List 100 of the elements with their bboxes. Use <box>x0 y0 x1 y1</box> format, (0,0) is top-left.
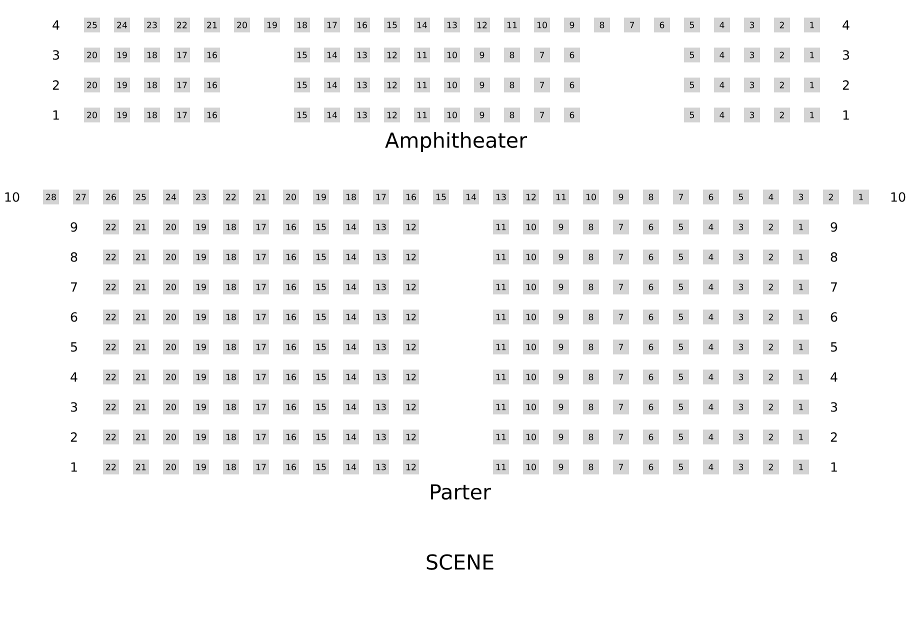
seat-box: 14 <box>414 18 430 32</box>
seat-box: 10 <box>523 310 539 324</box>
seat-box: 22 <box>103 460 119 474</box>
seat-box: 19 <box>193 310 209 324</box>
seat-box: 16 <box>283 370 299 384</box>
seat-box: 23 <box>193 190 209 204</box>
row-number: 10 <box>891 192 906 202</box>
row-number: 1 <box>831 462 837 472</box>
seat-box: 16 <box>403 190 419 204</box>
seat-box: 1 <box>793 280 809 294</box>
seat-box: 11 <box>414 48 430 62</box>
seat-box: 3 <box>733 400 749 414</box>
seat-box: 10 <box>523 280 539 294</box>
seat-box: 16 <box>283 220 299 234</box>
seat-box: 11 <box>493 220 509 234</box>
seat-box: 17 <box>253 280 269 294</box>
seat-box: 11 <box>493 400 509 414</box>
row-number: 3 <box>70 402 78 412</box>
seat-box: 17 <box>253 460 269 474</box>
seat-box: 9 <box>553 430 569 444</box>
section-title: Parter <box>431 484 492 500</box>
seat-box: 3 <box>733 460 749 474</box>
seat-box: 3 <box>733 250 749 264</box>
seat-box: 13 <box>354 108 370 122</box>
row-number: 4 <box>70 372 78 382</box>
seat-box: 4 <box>703 250 719 264</box>
seat-box: 3 <box>733 310 749 324</box>
seat-box: 10 <box>523 220 539 234</box>
seat-box: 15 <box>313 250 329 264</box>
seat-box: 13 <box>354 78 370 92</box>
seat-box: 13 <box>373 430 389 444</box>
seat-box: 8 <box>583 430 599 444</box>
seat-box: 4 <box>714 108 730 122</box>
seat-box: 20 <box>283 190 299 204</box>
seat-box: 5 <box>684 78 700 92</box>
seat-box: 17 <box>253 400 269 414</box>
seat-box: 11 <box>493 460 509 474</box>
seat-box: 1 <box>804 108 820 122</box>
seat-box: 15 <box>313 280 329 294</box>
row-number: 7 <box>831 282 837 292</box>
seat-box: 4 <box>714 78 730 92</box>
seat-box: 15 <box>313 220 329 234</box>
row-number: 2 <box>842 80 849 90</box>
seat-box: 22 <box>223 190 239 204</box>
seat-box: 4 <box>703 220 719 234</box>
seat-box: 9 <box>553 250 569 264</box>
seat-box: 19 <box>114 78 130 92</box>
seat-box: 16 <box>283 280 299 294</box>
seat-box: 11 <box>553 190 569 204</box>
seat-box: 13 <box>373 460 389 474</box>
seat-box: 6 <box>643 280 659 294</box>
seat-box: 14 <box>343 280 359 294</box>
seat-box: 2 <box>774 78 790 92</box>
seat-box: 17 <box>253 250 269 264</box>
seat-box: 18 <box>223 460 239 474</box>
seat-box: 18 <box>223 280 239 294</box>
seat-box: 19 <box>313 190 329 204</box>
seat-box: 15 <box>313 430 329 444</box>
seat-box: 14 <box>343 370 359 384</box>
seat-box: 20 <box>84 108 100 122</box>
seat-box: 8 <box>504 48 520 62</box>
seat-box: 18 <box>223 340 239 354</box>
seat-box: 5 <box>684 18 700 32</box>
seat-box: 11 <box>493 250 509 264</box>
seat-box: 11 <box>493 370 509 384</box>
seat-box: 12 <box>403 310 419 324</box>
seat-box: 6 <box>643 400 659 414</box>
seat-box: 14 <box>343 430 359 444</box>
seat-box: 13 <box>373 370 389 384</box>
seat-box: 6 <box>564 78 580 92</box>
seat-box: 20 <box>163 370 179 384</box>
row-number: 3 <box>52 50 60 60</box>
seat-box: 9 <box>553 460 569 474</box>
row-number: 6 <box>70 312 78 322</box>
seat-box: 5 <box>684 48 700 62</box>
seat-box: 4 <box>703 430 719 444</box>
seat-box: 9 <box>553 370 569 384</box>
seat-box: 3 <box>744 48 760 62</box>
seat-box: 10 <box>523 340 539 354</box>
seat-box: 19 <box>114 108 130 122</box>
seat-box: 25 <box>133 190 149 204</box>
seat-box: 12 <box>384 108 400 122</box>
seat-box: 11 <box>414 108 430 122</box>
seat-box: 18 <box>223 400 239 414</box>
seat-box: 9 <box>613 190 629 204</box>
seat-box: 4 <box>714 48 730 62</box>
seat-box: 8 <box>583 400 599 414</box>
seat-box: 1 <box>804 78 820 92</box>
seat-box: 11 <box>414 78 430 92</box>
seat-box: 6 <box>643 430 659 444</box>
seat-box: 13 <box>373 400 389 414</box>
seat-box: 10 <box>444 108 460 122</box>
seat-box: 20 <box>163 250 179 264</box>
seat-box: 2 <box>763 250 779 264</box>
seat-box: 20 <box>84 78 100 92</box>
seat-box: 3 <box>733 430 749 444</box>
seat-box: 18 <box>343 190 359 204</box>
seat-box: 22 <box>103 280 119 294</box>
seat-box: 4 <box>703 460 719 474</box>
seat-box: 7 <box>613 220 629 234</box>
